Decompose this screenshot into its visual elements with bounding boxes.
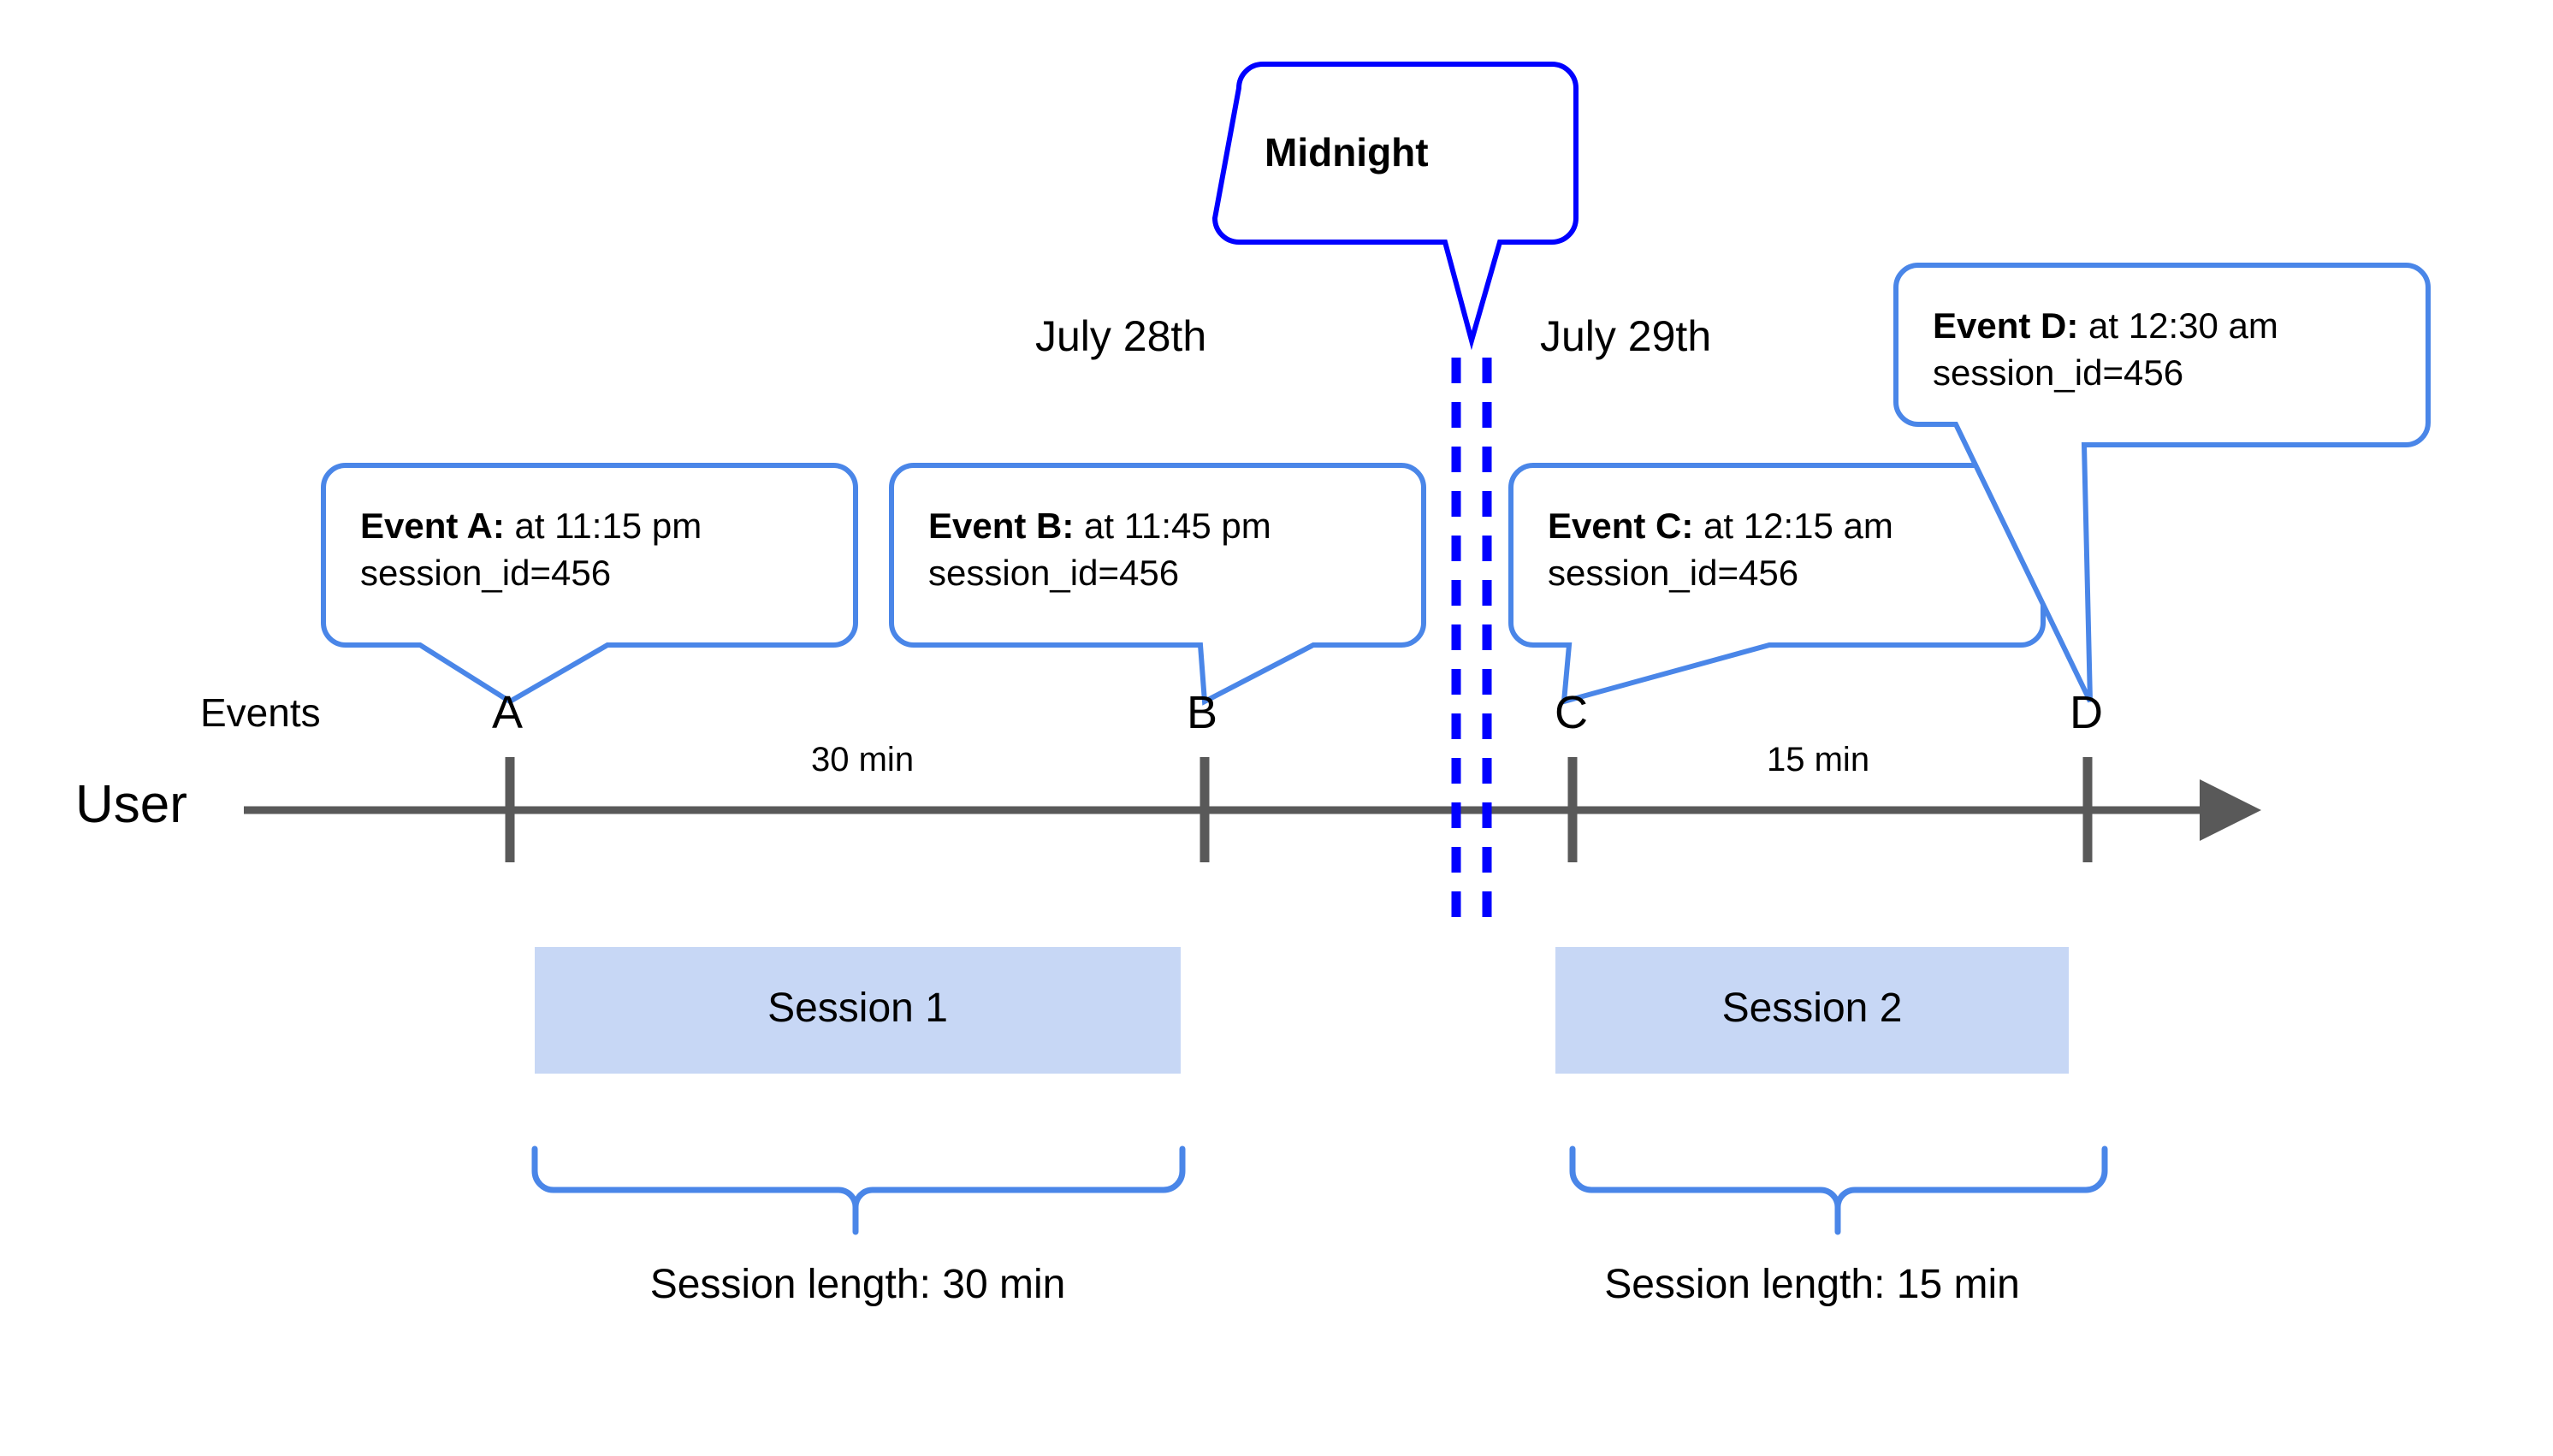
event-b-callout-text: Event B: at 11:45 pm session_id=456 bbox=[928, 503, 1271, 596]
event-d-callout-text: Event D: at 12:30 am session_id=456 bbox=[1933, 303, 2278, 396]
event-c-callout-text: Event C: at 12:15 am session_id=456 bbox=[1548, 503, 1893, 596]
day-label-july-29: July 29th bbox=[1540, 312, 1712, 360]
event-b-callout-shape bbox=[889, 463, 1426, 706]
event-d-detail: at 12:30 am bbox=[2078, 305, 2278, 346]
midnight-callout-shape bbox=[1211, 62, 1579, 351]
event-a-callout-shape bbox=[321, 463, 858, 705]
session-2-label: Session 2 bbox=[1721, 985, 1903, 1031]
event-c-callout-shape bbox=[1508, 463, 2046, 706]
event-b-title: Event B: bbox=[928, 506, 1075, 546]
event-c-title: Event C: bbox=[1548, 506, 1694, 546]
event-a-line2: session_id=456 bbox=[360, 552, 612, 593]
session-2-length-label: Session length: 15 min bbox=[1604, 1262, 2020, 1307]
event-d-callout-shape bbox=[1893, 263, 2431, 703]
event-d-title: Event D: bbox=[1933, 305, 2079, 346]
event-c-detail: at 12:15 am bbox=[1693, 506, 1893, 546]
session-1-label: Session 1 bbox=[767, 985, 948, 1031]
session-2-bar bbox=[1555, 947, 2069, 1074]
duration-label-15-min: 15 min bbox=[1767, 741, 1870, 778]
user-lane-label: User bbox=[75, 775, 187, 834]
event-marker-b: B bbox=[1187, 687, 1218, 738]
event-marker-a: A bbox=[492, 687, 524, 738]
session-1-length-label: Session length: 30 min bbox=[649, 1262, 1066, 1307]
event-d-line2: session_id=456 bbox=[1933, 352, 2184, 393]
events-lane-label: Events bbox=[200, 690, 321, 735]
event-a-callout-text: Event A: at 11:15 pm session_id=456 bbox=[360, 503, 702, 596]
event-marker-d: D bbox=[2070, 687, 2103, 738]
event-a-detail: at 11:15 pm bbox=[504, 506, 702, 546]
session-1-brace bbox=[531, 1145, 1186, 1235]
session-1-bar bbox=[535, 947, 1181, 1074]
event-a-title: Event A: bbox=[360, 506, 505, 546]
session-2-brace bbox=[1569, 1145, 2108, 1235]
event-c-line2: session_id=456 bbox=[1548, 552, 1799, 593]
event-b-line2: session_id=456 bbox=[928, 552, 1180, 593]
day-label-july-28: July 28th bbox=[1035, 312, 1207, 360]
duration-label-30-min: 30 min bbox=[811, 741, 915, 778]
event-marker-c: C bbox=[1555, 687, 1588, 738]
midnight-callout-label: Midnight bbox=[1265, 130, 1429, 175]
event-b-detail: at 11:45 pm bbox=[1074, 506, 1271, 546]
